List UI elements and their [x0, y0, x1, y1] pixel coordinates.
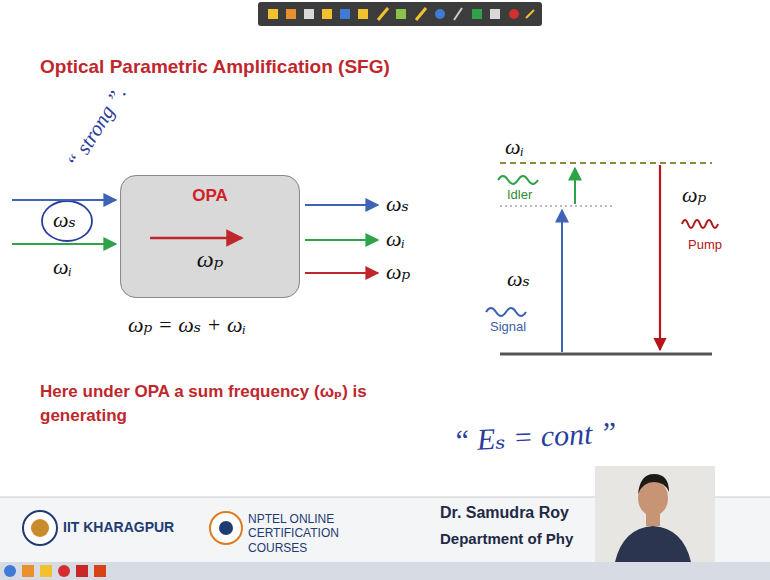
ink-circle: [42, 201, 92, 241]
taskbar: [0, 562, 770, 580]
annotation-toolbar: [258, 2, 542, 26]
idler-out-beam: [305, 239, 378, 241]
idler-transition: [574, 168, 576, 204]
level-symbol: ωᵢ: [505, 134, 524, 159]
signal-wave: [486, 308, 526, 316]
crystal-fill: [120, 175, 300, 298]
signal-beam: [12, 199, 116, 201]
lecturer-video: [595, 466, 715, 562]
level-symbol: ωₛ: [507, 266, 530, 291]
pump-transition: [659, 165, 661, 350]
idler-wave: [498, 176, 538, 184]
signal-transition: [561, 210, 563, 352]
presenter-name: Dr. Samudra Roy: [440, 504, 569, 522]
ground-level: [500, 353, 712, 356]
opa-crystal: OPA ωₚ: [120, 175, 300, 298]
wave-label: Pump: [688, 238, 722, 253]
box-title: OPA: [121, 186, 299, 206]
energy-equation: ωₚ = ωₛ + ωᵢ: [128, 312, 246, 337]
footer-text: NPTEL ONLINE CERTIFICATION COURSES: [248, 512, 398, 555]
iit-logo: [23, 511, 57, 545]
wave-label: Idler: [507, 188, 532, 203]
slide-title: Optical Parametric Amplification (SFG): [40, 56, 390, 78]
level-symbol: ωₚ: [682, 182, 706, 207]
ink-note: “ strong ”.: [62, 82, 131, 173]
pump-beam: [150, 237, 242, 240]
pump-symbol: ωₚ: [121, 246, 299, 274]
pump-out-beam: [305, 272, 378, 274]
wave-label: Signal: [490, 320, 526, 335]
beam-symbol: ωᵢ: [386, 226, 405, 251]
pump-wave: [682, 220, 718, 228]
beam-symbol: ωₚ: [386, 259, 410, 284]
note-text: Here under OPA a sum frequency (ωₚ) is g…: [40, 380, 385, 428]
beam-symbol: ωₛ: [53, 207, 76, 232]
idler-beam: [12, 243, 116, 245]
virtual-level: [500, 162, 712, 164]
presenter-dept: Department of Phy: [440, 530, 573, 547]
footer-text: IIT KHARAGPUR: [63, 519, 174, 535]
ink-note: “ Eₛ = cont ”: [452, 415, 617, 458]
beam-symbol: ωₛ: [386, 191, 409, 216]
nptel-logo: [210, 512, 242, 544]
taskbar-icons: [4, 565, 106, 577]
signal-out-beam: [305, 204, 378, 206]
beam-symbol: ωᵢ: [53, 254, 72, 279]
intermediate-level: [500, 205, 612, 206]
